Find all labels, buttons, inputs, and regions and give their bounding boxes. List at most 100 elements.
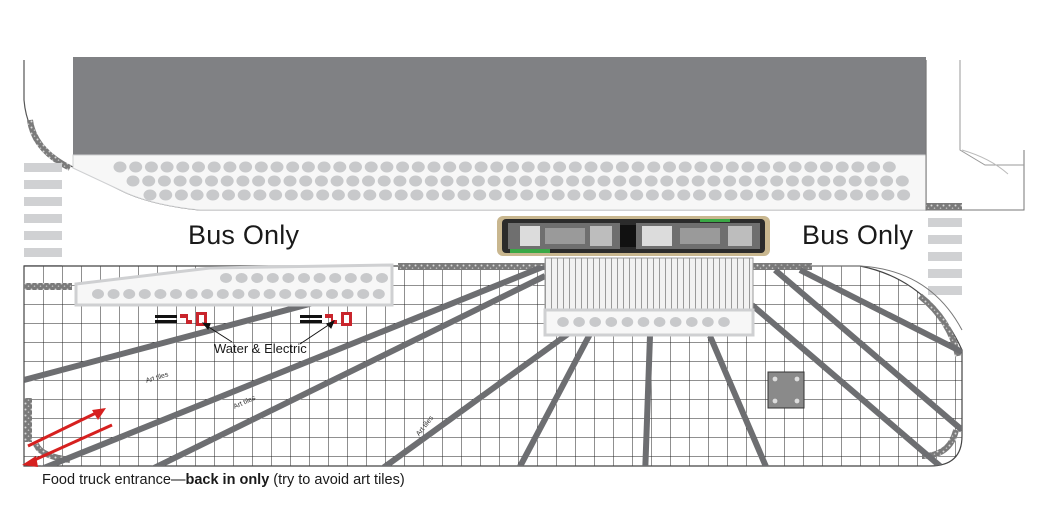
bollard <box>220 175 234 187</box>
north-bollard-row <box>113 161 911 201</box>
bollard <box>206 189 220 201</box>
crosswalk-stripe <box>24 248 62 257</box>
bollard <box>201 289 214 299</box>
bollard <box>865 189 879 201</box>
bollard <box>317 161 331 173</box>
crosswalk-stripe <box>24 197 62 206</box>
bollard <box>341 289 354 299</box>
bollard <box>584 161 598 173</box>
bollard <box>738 175 752 187</box>
bollard <box>364 161 378 173</box>
bollard <box>718 317 730 327</box>
crosswalk-stripe <box>24 214 62 223</box>
bollard <box>393 175 407 187</box>
utility-leader-lines <box>201 320 335 345</box>
bollard <box>301 161 315 173</box>
bollard <box>573 317 585 327</box>
bollard <box>279 289 292 299</box>
bollard <box>557 317 569 327</box>
art-tile-band <box>148 273 547 466</box>
bollard <box>266 273 279 283</box>
art-tile-band <box>370 315 592 466</box>
bollard <box>357 289 370 299</box>
bollard <box>237 189 251 201</box>
bollard <box>833 175 846 187</box>
art-tile-band <box>798 267 962 355</box>
bollard <box>314 175 328 187</box>
bollard <box>330 175 344 187</box>
bollard <box>282 273 295 283</box>
bollard <box>333 161 347 173</box>
bollard <box>694 161 708 173</box>
bollard <box>724 189 738 201</box>
bollard <box>410 189 424 201</box>
crosswalk-stripe <box>24 163 62 172</box>
bollard <box>222 189 235 201</box>
bollard <box>380 161 394 173</box>
bollard <box>519 175 532 187</box>
bollard <box>253 189 267 201</box>
bollard <box>740 189 754 201</box>
bollard <box>834 189 848 201</box>
bollard <box>490 161 504 173</box>
bollard <box>520 189 534 201</box>
bollard <box>270 161 284 173</box>
bollard <box>644 175 658 187</box>
bollard <box>653 317 666 327</box>
bollard <box>443 161 457 173</box>
bollard <box>647 161 661 173</box>
bollard <box>818 189 832 201</box>
building-footprint <box>73 57 926 155</box>
bollard <box>372 289 385 299</box>
bollard <box>326 289 338 299</box>
bollard <box>267 175 281 187</box>
crosswalk-stripe <box>24 231 62 240</box>
bollard <box>349 161 362 173</box>
hookup-west <box>155 312 207 326</box>
bollard <box>142 175 156 187</box>
bollard <box>661 189 675 201</box>
bollard <box>488 189 502 201</box>
bollard <box>427 161 441 173</box>
bollard <box>474 161 488 173</box>
bollard <box>346 175 360 187</box>
bollard <box>820 161 833 173</box>
bollard <box>536 189 549 201</box>
bollard <box>298 273 310 283</box>
bollard <box>676 175 689 187</box>
bollard <box>235 273 248 283</box>
bollard <box>313 273 326 283</box>
bollard <box>550 175 564 187</box>
bollard <box>677 189 691 201</box>
bollard <box>537 161 551 173</box>
bollard <box>755 189 769 201</box>
bollard <box>458 161 472 173</box>
bollard <box>567 189 581 201</box>
bollard <box>702 317 714 327</box>
bollard <box>864 175 878 187</box>
bollard <box>269 189 283 201</box>
bus-only-label-east: Bus Only <box>802 220 914 250</box>
bollard <box>394 189 408 201</box>
bollard <box>236 175 250 187</box>
bollard <box>316 189 330 201</box>
bollard <box>396 161 410 173</box>
bollard <box>284 189 298 201</box>
bollard <box>628 175 642 187</box>
bollard <box>159 189 173 201</box>
bollard <box>185 289 198 299</box>
bollard <box>138 289 151 299</box>
bollard <box>411 161 425 173</box>
bollard <box>770 175 784 187</box>
bollard <box>802 189 816 201</box>
crosswalk-stripe <box>928 269 962 278</box>
bollard <box>589 317 601 327</box>
bollard <box>691 175 705 187</box>
bollard <box>239 161 253 173</box>
water-tap-icon <box>180 314 192 324</box>
bollard <box>441 189 455 201</box>
bollard <box>723 175 737 187</box>
west-bollard-rows <box>92 273 388 299</box>
bollard <box>251 273 264 283</box>
bollard <box>174 189 188 201</box>
